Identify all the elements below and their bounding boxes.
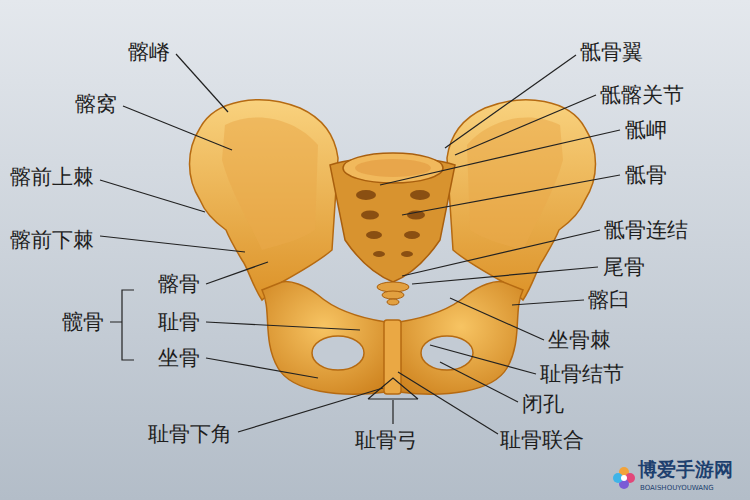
- group-bracket: [110, 290, 134, 360]
- iliac-fossa-shade: [467, 118, 563, 250]
- watermark-logo: [613, 467, 635, 489]
- sacral-promontory-texture: [355, 159, 431, 177]
- part-label: 耻骨弓: [355, 428, 418, 453]
- part-label: 耻骨: [158, 310, 200, 335]
- watermark: 博爱手游网: [638, 458, 733, 480]
- part-label: 耻骨联合: [500, 428, 584, 453]
- sacral-foramina: [356, 190, 430, 257]
- pubic-arch-symbol: [368, 378, 418, 399]
- left-ilium: [190, 100, 339, 300]
- obturator-foramen: [421, 336, 473, 370]
- part-label: 髋骨: [62, 310, 104, 335]
- part-label: 骶髂关节: [600, 83, 684, 108]
- part-label: 尾骨: [603, 255, 645, 280]
- sacral-promontory: [343, 153, 443, 183]
- part-label: 髂前上棘: [10, 165, 94, 190]
- part-label: 髂前下棘: [10, 228, 94, 253]
- part-label: 坐骨: [158, 346, 200, 371]
- part-label: 髂嵴: [128, 40, 170, 65]
- part-label: 骶骨: [625, 163, 667, 188]
- part-label: 耻骨结节: [540, 362, 624, 387]
- part-label: 髂窝: [75, 92, 117, 117]
- part-label: 耻骨下角: [148, 422, 232, 447]
- obturator-foramen: [312, 336, 364, 370]
- part-label: 骶骨连结: [604, 218, 688, 243]
- right-ilium: [447, 100, 596, 300]
- part-label: 髂骨: [158, 272, 200, 297]
- left-pubis-ischium: [262, 282, 386, 395]
- right-pubis-ischium: [399, 282, 523, 395]
- coccyx: [377, 282, 409, 305]
- part-label: 骶骨翼: [580, 40, 643, 65]
- part-label: 坐骨棘: [548, 328, 611, 353]
- part-label: 髂臼: [588, 288, 630, 313]
- part-label: 骶岬: [625, 118, 667, 143]
- iliac-fossa-shade: [222, 118, 318, 250]
- watermark: BOAISHOUYOUWANG: [640, 484, 714, 493]
- part-label: 闭孔: [522, 392, 564, 417]
